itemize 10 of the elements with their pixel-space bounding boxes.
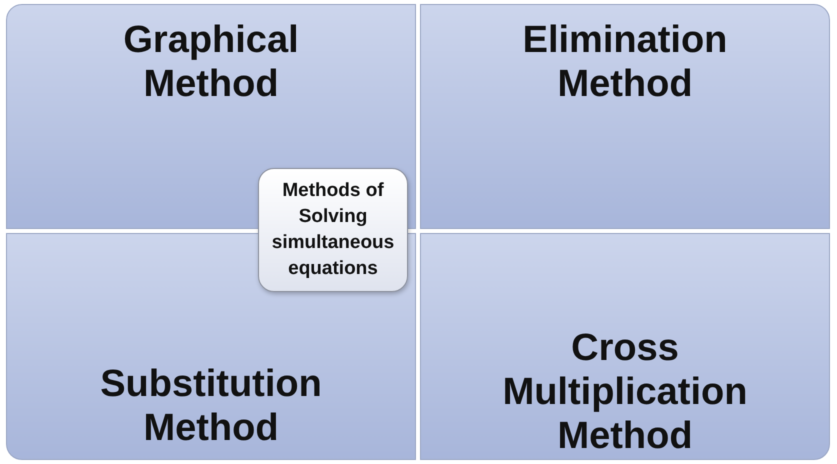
method-label: Elimination Method [522, 18, 728, 106]
method-label: Graphical Method [122, 18, 300, 106]
method-label: Cross Multiplication Method [502, 326, 748, 458]
quadrant-panel [418, 2, 832, 231]
method-label: Substitution Method [99, 362, 323, 450]
center-box [258, 168, 408, 292]
quadrant-panel [4, 231, 418, 462]
quadrant-panel [4, 2, 418, 231]
quadrant-panel [418, 231, 832, 462]
center-label: Methods of Solving simultaneous equations [270, 179, 396, 281]
